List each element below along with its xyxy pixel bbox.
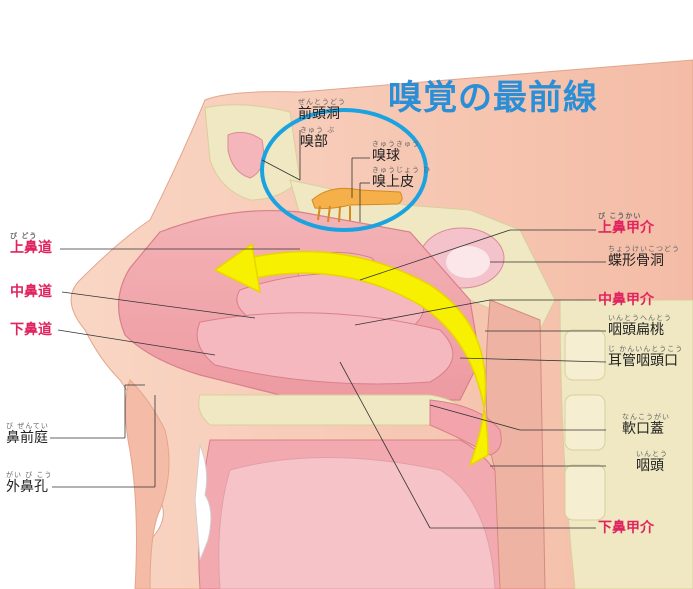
label-middle-meatus: 中鼻道: [10, 284, 52, 300]
upper-lip: [124, 379, 170, 589]
olfactory-nerve-fibers: [317, 205, 351, 223]
label-nasal-vestibule: び ぜんてい鼻前庭: [6, 422, 49, 446]
label-soft-palate: なんこうがい軟口蓋: [622, 413, 670, 437]
label-eustachian-opening: じ かんいんとうこう耳管咽頭口: [608, 345, 684, 369]
label-frontal-sinus: ぜんとうどう前頭洞: [298, 98, 346, 122]
airflow-arrow-head: [213, 242, 261, 294]
label-pharynx: いんとう咽頭: [636, 450, 668, 474]
label-inferior-meatus: 下鼻道: [10, 322, 52, 338]
inferior-concha-shape: [196, 312, 454, 385]
diagram-title: 嗅覚の最前線: [388, 78, 598, 118]
label-olfactory-bulb: きゅうきゅう嗅球: [372, 140, 420, 164]
label-adenoid: いんとうへんとう咽頭扁桃: [608, 314, 672, 338]
leader-lines: [50, 130, 607, 529]
tongue: [218, 457, 496, 589]
label-sphenoid-sinus: ちょうけいこつどう蝶形骨洞: [608, 245, 680, 269]
teeth: [194, 444, 212, 561]
label-olfactory-epithelium: きゅうじょう ひ嗅上皮: [372, 166, 432, 190]
label-olfactory-region: きゅう ぶ嗅部: [300, 126, 336, 150]
label-superior-meatus: び どう上鼻道: [10, 232, 52, 256]
olfactory-highlight-circle: [260, 108, 428, 232]
label-superior-concha: び こうかい上鼻甲介: [598, 212, 654, 236]
label-middle-concha: 中鼻甲介: [598, 292, 654, 308]
label-nostril: がい び こう外鼻孔: [6, 471, 53, 495]
label-inferior-concha: 下鼻甲介: [598, 520, 654, 536]
